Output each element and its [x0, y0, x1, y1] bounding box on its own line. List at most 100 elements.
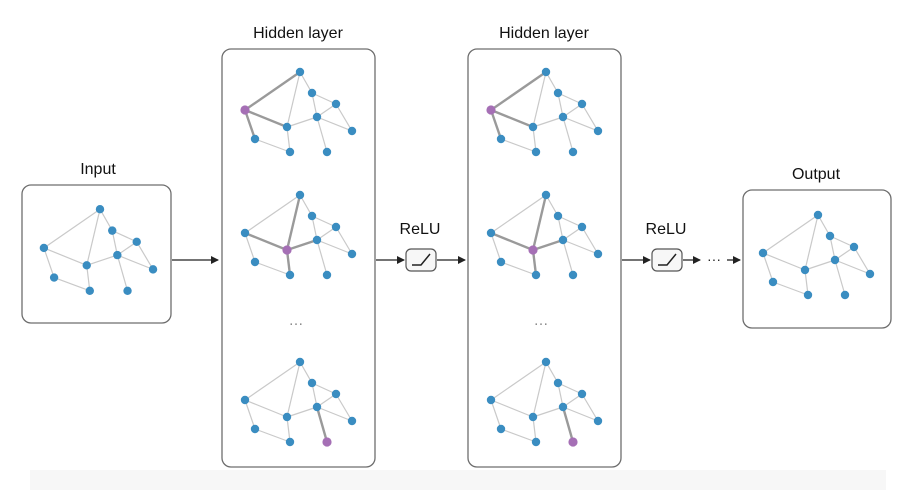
- graph-node: [347, 416, 357, 426]
- graph-edge: [316, 406, 353, 422]
- graph-node: [295, 67, 305, 77]
- output-box: [742, 189, 892, 329]
- graph-edge: [43, 208, 101, 249]
- graph-edge: [762, 252, 806, 271]
- graph-edge: [834, 259, 846, 296]
- input-label: Input: [80, 161, 116, 178]
- graph-edge: [490, 399, 534, 418]
- graph-edge: [490, 194, 547, 234]
- graph-edge: [557, 92, 583, 105]
- highlighted-edge: [531, 194, 548, 251]
- graph-edge: [581, 103, 599, 132]
- graph-node: [541, 190, 551, 200]
- graph-node: [486, 228, 496, 238]
- graph-node: [496, 257, 506, 267]
- graph-edge: [500, 138, 537, 153]
- graph-node: [531, 147, 541, 157]
- graph-node: [593, 126, 603, 136]
- graph-node: [312, 112, 322, 122]
- graph-node: [528, 122, 538, 132]
- graph-node: [282, 412, 292, 422]
- graph-edge: [834, 259, 871, 275]
- graph-edge: [532, 116, 564, 128]
- focus-node: [486, 105, 496, 115]
- graph-edge: [532, 361, 547, 418]
- graph-edge: [316, 239, 353, 255]
- graph-node: [322, 270, 332, 280]
- graph-node: [568, 147, 578, 157]
- graph-node: [577, 389, 587, 399]
- graph-edge: [562, 239, 574, 276]
- graph-edge: [804, 259, 836, 271]
- graph-node: [282, 122, 292, 132]
- graph-node: [593, 249, 603, 259]
- highlighted-edge: [315, 406, 329, 443]
- graph-edge: [562, 406, 599, 422]
- graph-edge: [804, 214, 819, 271]
- focus-node: [240, 105, 250, 115]
- graph-edge: [557, 215, 583, 228]
- graph-node: [148, 265, 158, 274]
- graph-node: [347, 249, 357, 259]
- chain-dots: ···: [707, 251, 721, 267]
- graph-node: [528, 412, 538, 422]
- graph-edge: [311, 215, 337, 228]
- graph-edge: [86, 209, 101, 266]
- highlighted-edge: [244, 108, 288, 129]
- graph-node: [95, 205, 105, 214]
- graph-node: [331, 99, 341, 109]
- input-box: [21, 184, 172, 324]
- graph-edge: [562, 116, 574, 153]
- graph-edge: [117, 254, 154, 270]
- focus-node: [282, 245, 292, 255]
- graph-edge: [86, 265, 91, 291]
- graph-edge: [244, 361, 301, 401]
- highlighted-edge: [286, 238, 318, 252]
- graph-node: [830, 255, 840, 265]
- graph-edge: [500, 428, 537, 443]
- hidden-layer-1-label: Hidden layer: [253, 25, 344, 42]
- graph-node: [113, 250, 122, 260]
- graph-edge: [532, 406, 564, 418]
- graph-edge: [254, 138, 291, 153]
- highlighted-edge: [490, 71, 547, 111]
- graph-node: [558, 402, 568, 412]
- graph-edge: [43, 247, 55, 278]
- graph-edge: [316, 116, 328, 153]
- graph-edge: [116, 254, 129, 291]
- highlighted-edge: [243, 109, 257, 140]
- relu-label-1: ReLU: [400, 221, 441, 238]
- relu-activation-icon: [405, 248, 437, 272]
- hidden-2-graph-1: [486, 67, 603, 157]
- graph-node: [312, 402, 322, 412]
- graph-node: [285, 270, 295, 280]
- graph-node: [123, 286, 132, 295]
- graph-node: [295, 357, 305, 367]
- graph-node: [240, 395, 250, 405]
- highlighted-edge: [532, 238, 564, 252]
- ellipsis-hidden-1: …: [289, 312, 304, 329]
- graph-edge: [244, 194, 301, 234]
- graph-node: [840, 290, 850, 300]
- graph-node: [85, 286, 95, 295]
- graph-edge: [335, 393, 353, 422]
- graph-node: [531, 437, 541, 447]
- graph-edge: [532, 71, 547, 128]
- highlighted-edge: [244, 231, 288, 252]
- graph-node: [593, 416, 603, 426]
- graph-node: [331, 389, 341, 399]
- caption-strip: [30, 470, 886, 490]
- graph-node: [250, 257, 260, 267]
- graph-edge: [286, 361, 301, 418]
- graph-edge: [500, 261, 537, 276]
- hidden-layer-1-box: [221, 48, 376, 468]
- graph-edge: [244, 232, 256, 263]
- graph-node: [285, 147, 295, 157]
- graph-edge: [311, 382, 337, 395]
- focus-node: [568, 437, 578, 447]
- input-graph: [39, 205, 158, 295]
- highlighted-edge: [561, 406, 575, 443]
- graph-edge: [254, 428, 291, 443]
- graph-node: [250, 424, 260, 434]
